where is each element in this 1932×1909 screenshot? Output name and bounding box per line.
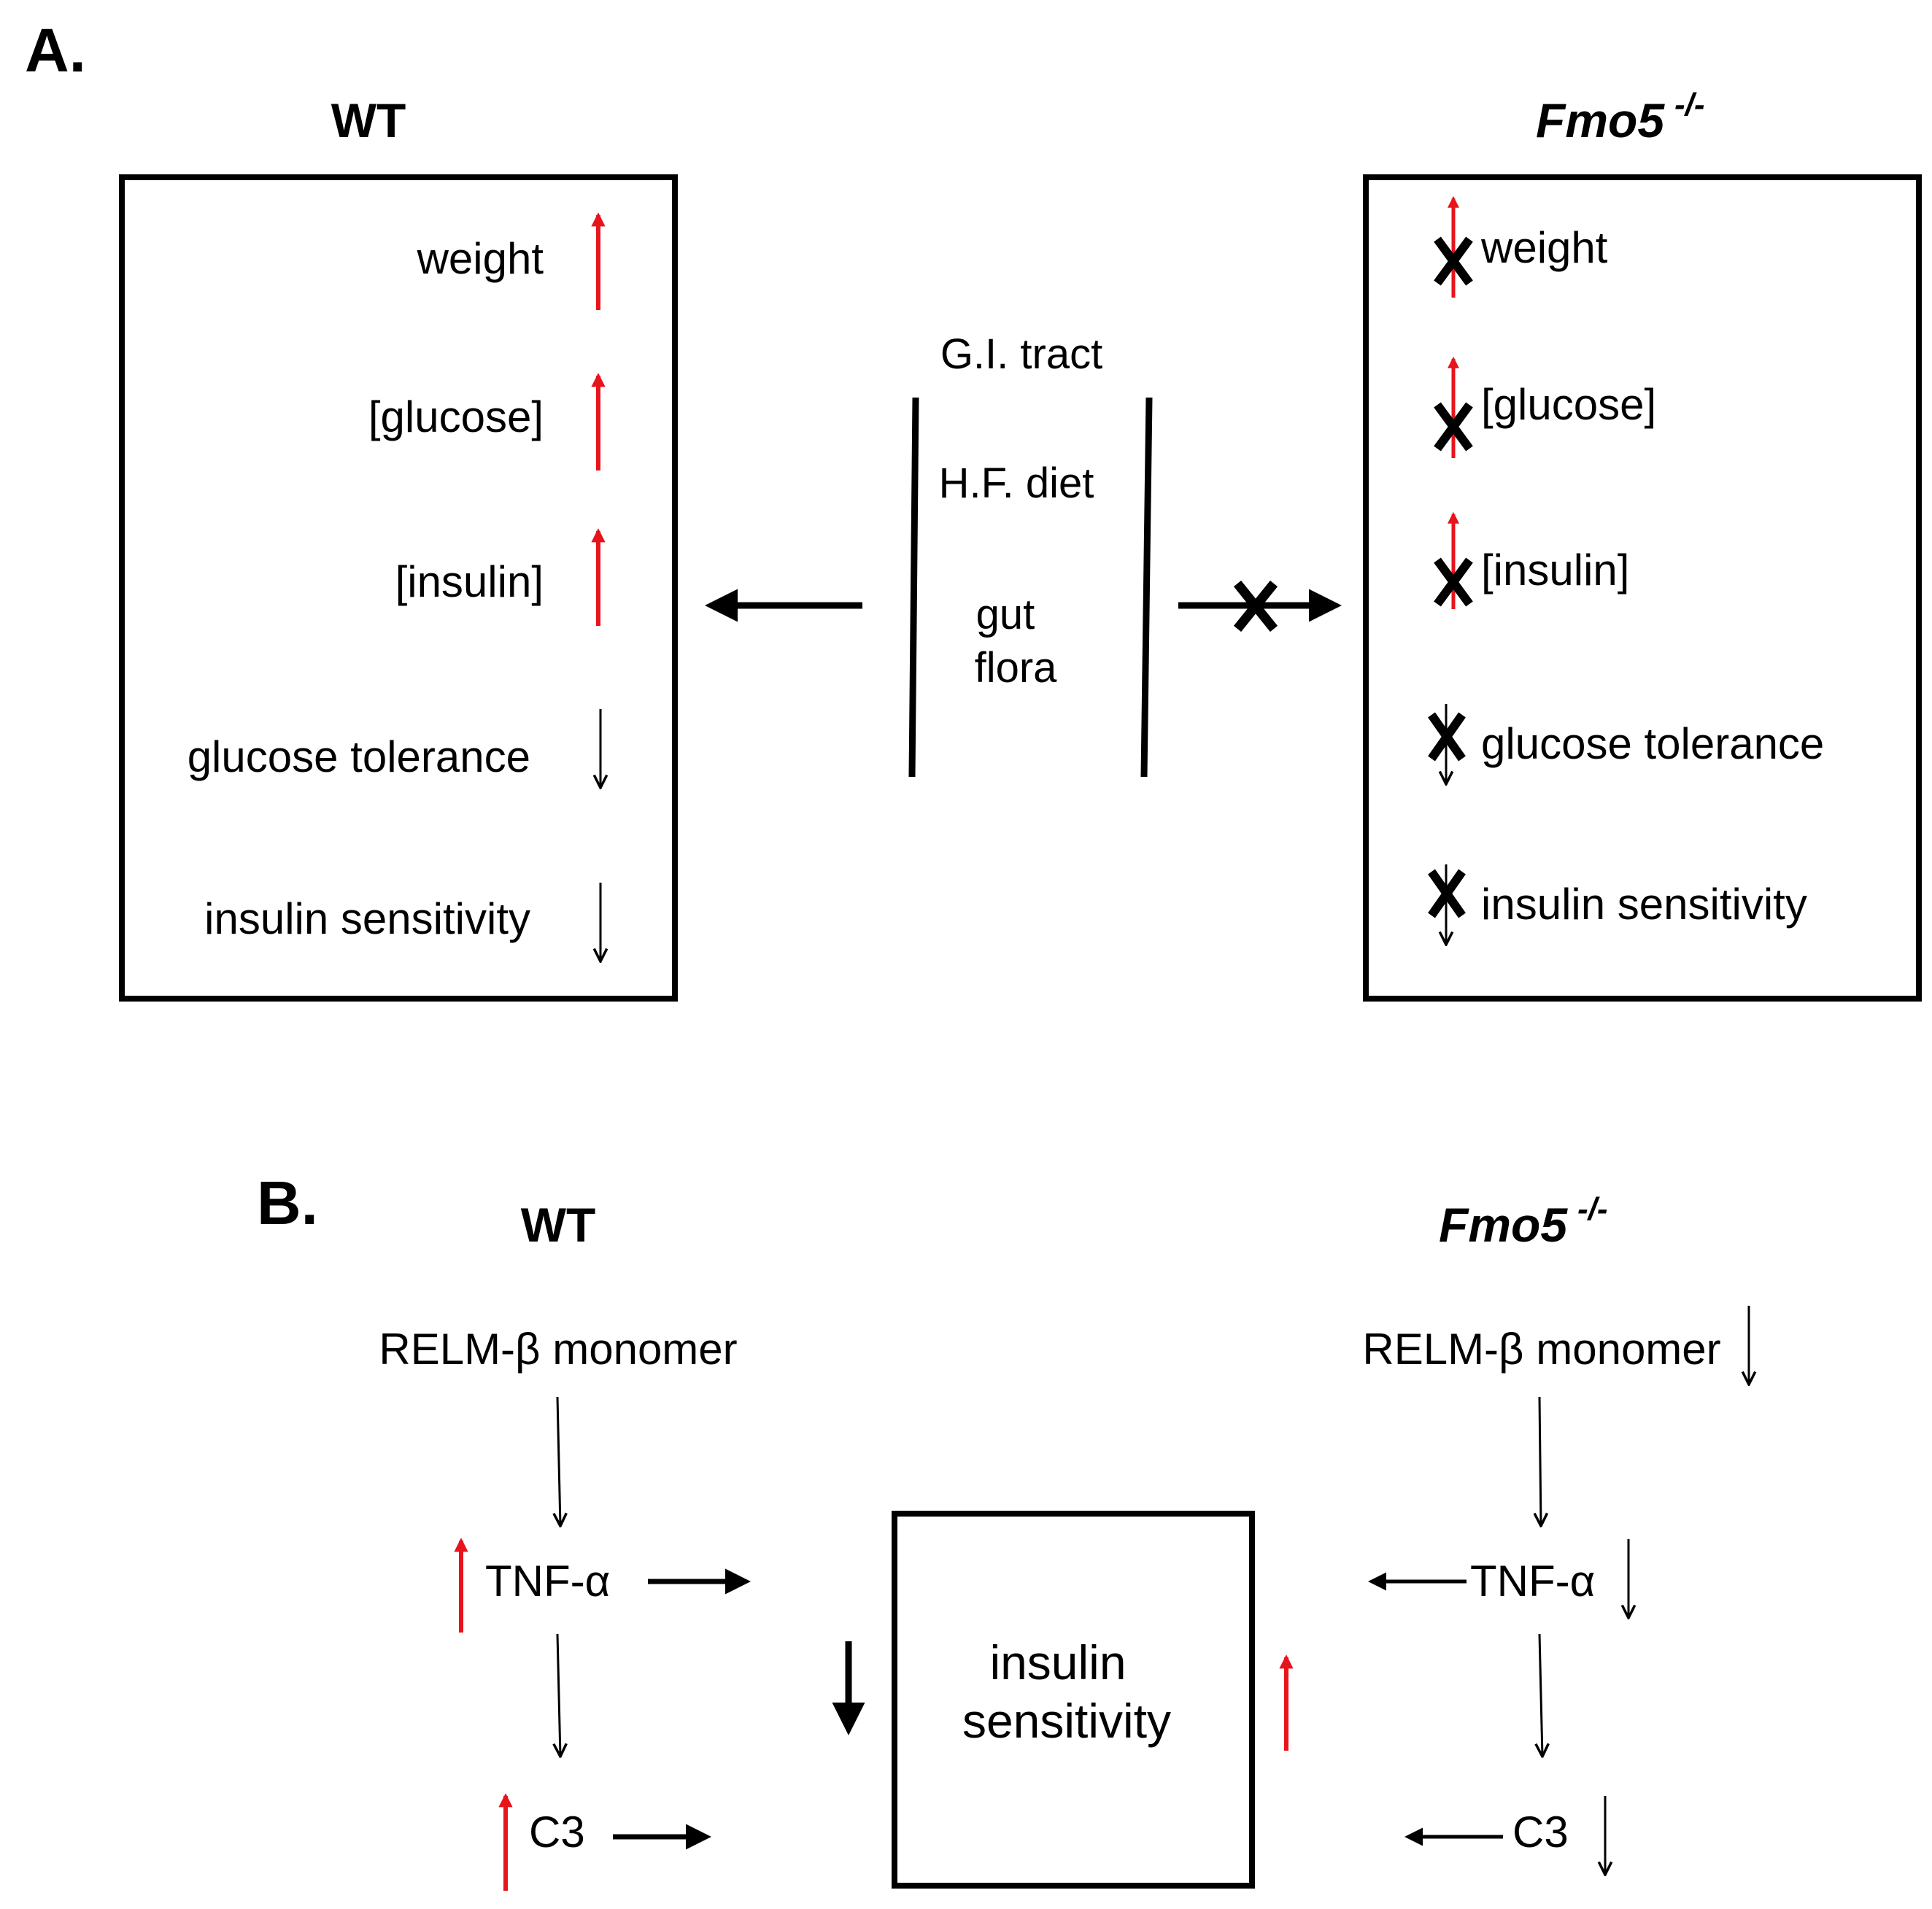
ko-c3: C3 xyxy=(1512,1808,1569,1856)
panel-a-label: A. xyxy=(25,16,86,85)
ko-tnf-alpha: TNF-α xyxy=(1470,1557,1595,1606)
pathway-arrow xyxy=(1539,1633,1542,1757)
flora-label: flora xyxy=(975,644,1058,692)
wt-title-b: WT xyxy=(521,1198,596,1252)
wt-row-insulin-sensitivity: insulin sensitivity xyxy=(204,894,530,943)
wt-c3: C3 xyxy=(529,1808,585,1856)
blocked-cross-icon xyxy=(1434,236,1473,286)
ko-title-a: Fmo5-/- xyxy=(1536,87,1705,147)
ko-title-b: Fmo5-/- xyxy=(1439,1191,1608,1252)
ko-row-glucose: [glucose] xyxy=(1481,380,1656,429)
insulin-sensitivity-line2: sensitivity xyxy=(962,1694,1171,1748)
blocked-cross-icon xyxy=(1428,869,1466,918)
wt-row-insulin: [insulin] xyxy=(395,557,544,606)
ko-relm-beta-monomer: RELM-β monomer xyxy=(1362,1325,1720,1374)
pathway-arrow xyxy=(1539,1396,1541,1526)
blocked-cross-icon xyxy=(1434,402,1473,452)
gut-label: gut xyxy=(976,591,1035,638)
panel-b-label: B. xyxy=(257,1169,318,1237)
ko-row-glucose-tolerance: glucose tolerance xyxy=(1481,719,1824,768)
blocked-cross-icon xyxy=(1428,712,1466,762)
ko-row-insulin-sensitivity: insulin sensitivity xyxy=(1481,880,1807,929)
insulin-sensitivity-line1: insulin xyxy=(989,1635,1126,1689)
wt-row-glucose-tolerance: glucose tolerance xyxy=(188,732,530,781)
wt-row-glucose: [glucose] xyxy=(368,392,544,441)
hf-diet-label: H.F. diet xyxy=(939,460,1094,507)
gi-tract-right-wall xyxy=(1140,397,1153,778)
wt-phenotype-box xyxy=(119,174,678,1002)
ko-row-insulin: [insulin] xyxy=(1481,546,1629,595)
blocked-cross-icon xyxy=(1233,580,1278,632)
gi-tract-left-wall xyxy=(908,397,919,778)
wt-tnf-alpha: TNF-α xyxy=(485,1557,610,1606)
wt-row-weight: weight xyxy=(417,234,544,283)
ko-row-weight: weight xyxy=(1480,223,1608,272)
blocked-cross-icon xyxy=(1434,557,1473,607)
wt-relm-beta-monomer: RELM-β monomer xyxy=(379,1325,737,1374)
gi-tract-label: G.I. tract xyxy=(940,330,1102,378)
insulin-sensitivity-box xyxy=(892,1511,1255,1889)
pathway-arrow xyxy=(557,1396,560,1526)
ko-phenotype-box xyxy=(1363,174,1922,1002)
wt-title-a: WT xyxy=(331,93,406,147)
pathway-arrow xyxy=(557,1633,560,1757)
